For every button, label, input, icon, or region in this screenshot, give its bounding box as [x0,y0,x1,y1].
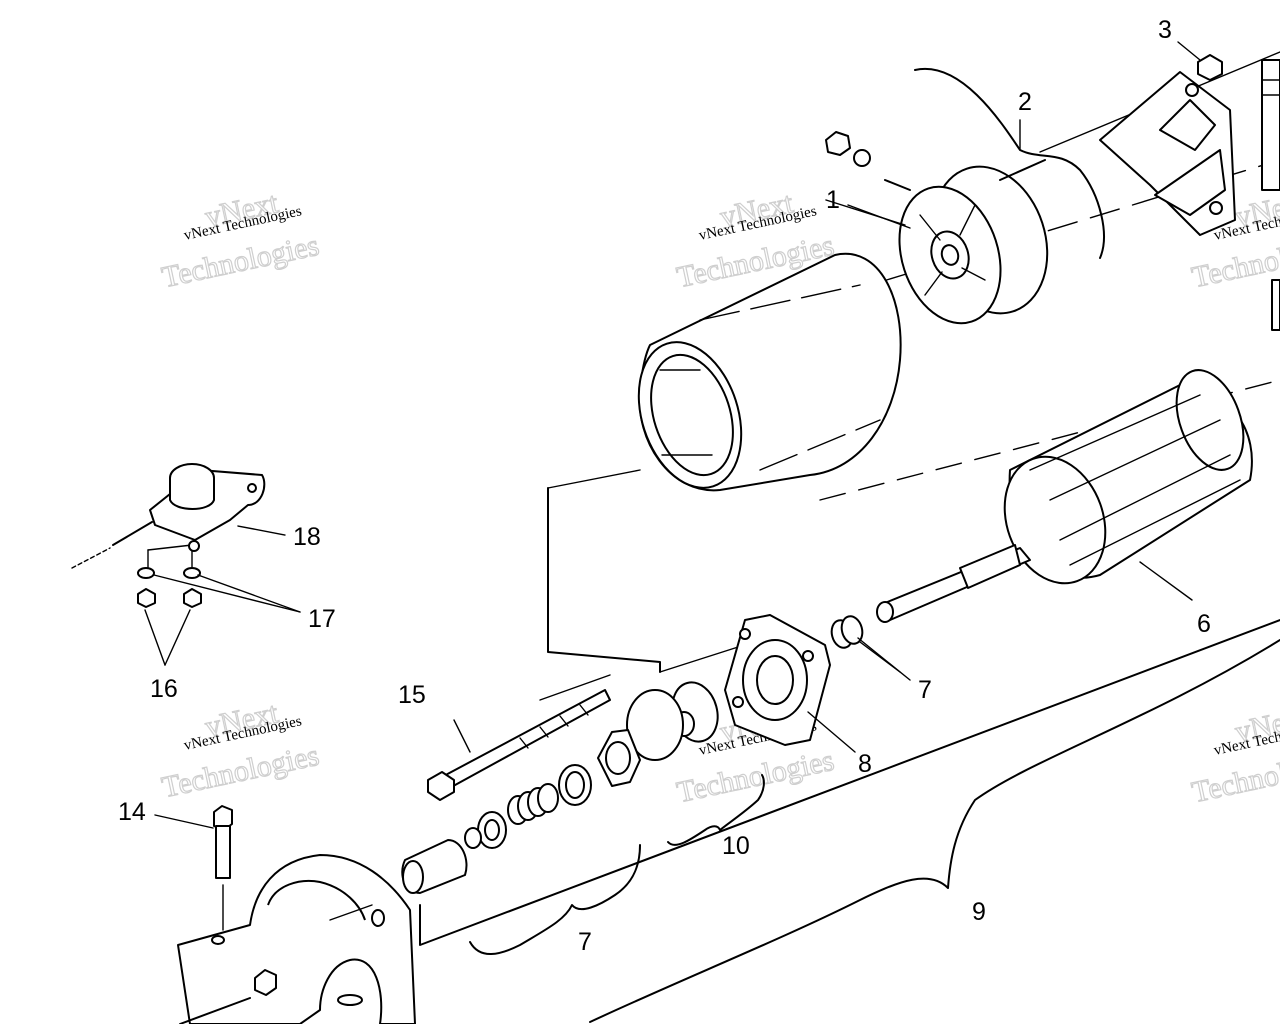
watermark-1: vNext Technologies vNext Technologies [158,186,322,295]
part-15-through-bolt [427,689,611,801]
brace-2 [914,67,1105,259]
housing-cylinder [637,252,902,492]
callout-10: 10 [722,832,750,860]
right-stud [1261,59,1280,331]
part-10-drive-gear [597,689,684,787]
parts-16-17-hardware [137,567,202,608]
callout-7-lower: 7 [578,928,592,956]
callout-15: 15 [398,681,426,709]
part-7-washers-upper [830,615,864,649]
watermark-6: vNext Technologies vNext Technologies [1188,701,1280,810]
callout-1: 1 [826,186,840,214]
part-18-solenoid [71,463,266,573]
watermark-4: vNext Technologies vNext Technologies [158,696,322,805]
brace-10 [667,774,765,846]
brace-7-lower [469,844,641,955]
leader-lines [144,204,1193,829]
brace-9 [589,639,1280,1023]
part-6-armature [876,369,1253,623]
callout-6: 6 [1197,610,1211,638]
svg-text:Technologies: Technologies [159,739,322,804]
callout-16: 16 [150,675,178,703]
callout-7-upper: 7 [918,676,932,704]
callout-8: 8 [858,750,872,778]
svg-text:Technologies: Technologies [159,229,322,294]
part-7-lower-group [401,764,592,894]
callout-labels: 1 2 3 6 7 7 8 9 10 14 15 16 17 18 [118,16,1211,956]
callout-14: 14 [118,798,146,826]
callout-3: 3 [1158,16,1172,44]
callout-17: 17 [308,605,336,633]
callout-18: 18 [293,523,321,551]
part-8-drive-housing [671,614,831,746]
mounting-bracket [177,854,416,1025]
svg-text:Technologies: Technologies [674,744,837,809]
part-14-bolt [213,805,233,931]
part-1-end-cap [825,131,1049,325]
part-3-bracket [1099,41,1236,236]
callout-9: 9 [972,898,986,926]
callout-2: 2 [1018,88,1032,116]
